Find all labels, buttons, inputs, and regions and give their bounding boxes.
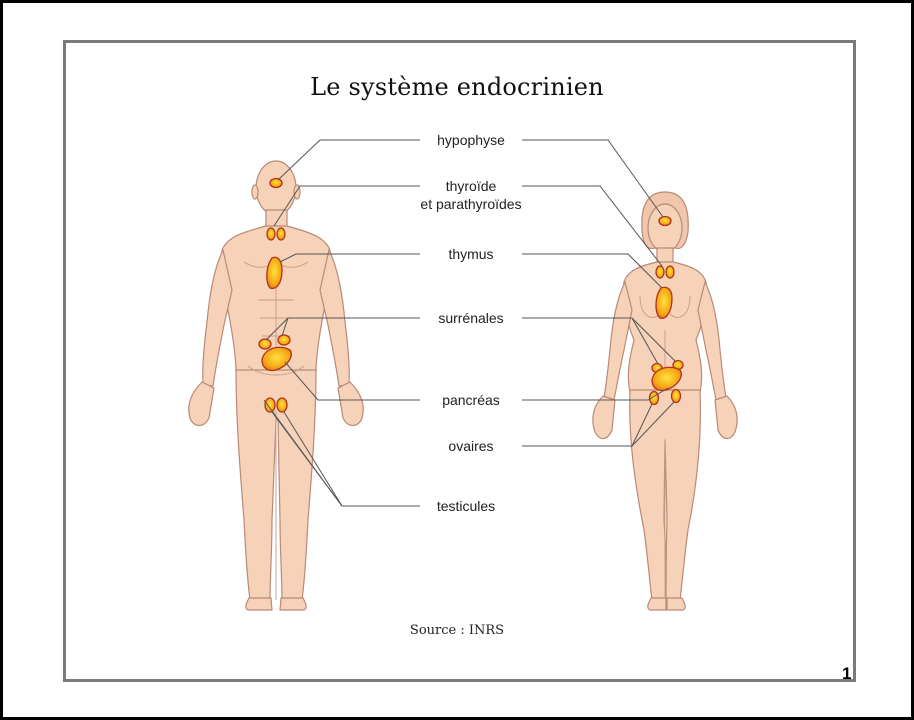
- male-thyroid-right: [277, 228, 285, 240]
- male-adrenal-left: [259, 339, 271, 349]
- label-hypophyse: hypophyse: [437, 132, 505, 148]
- labels: hypophyse thyroïde et parathyroïdes thym…: [420, 132, 521, 514]
- page-number: 1: [842, 664, 851, 684]
- label-ovaires: ovaires: [448, 438, 493, 454]
- male-adrenal-right: [278, 335, 290, 345]
- male-thyroid-left: [267, 228, 275, 240]
- male-testicle-right: [277, 398, 287, 412]
- male-testicle-left: [265, 398, 275, 412]
- male-hypophyse-gland: [270, 179, 282, 188]
- label-pancreas: pancréas: [442, 392, 500, 408]
- source-caption: Source : INRS: [0, 623, 914, 638]
- female-ovary-right: [672, 390, 681, 403]
- label-thymus: thymus: [448, 246, 493, 262]
- label-thyroide-line2: et parathyroïdes: [420, 196, 521, 212]
- female-thyroid-right: [666, 266, 674, 278]
- label-thyroide-line1: thyroïde: [446, 178, 497, 194]
- label-surrenales: surrénales: [438, 310, 503, 326]
- label-testicules: testicules: [437, 498, 495, 514]
- male-thymus-gland: [267, 257, 282, 288]
- female-thyroid-left: [656, 266, 664, 278]
- female-hypophyse-gland: [659, 217, 671, 226]
